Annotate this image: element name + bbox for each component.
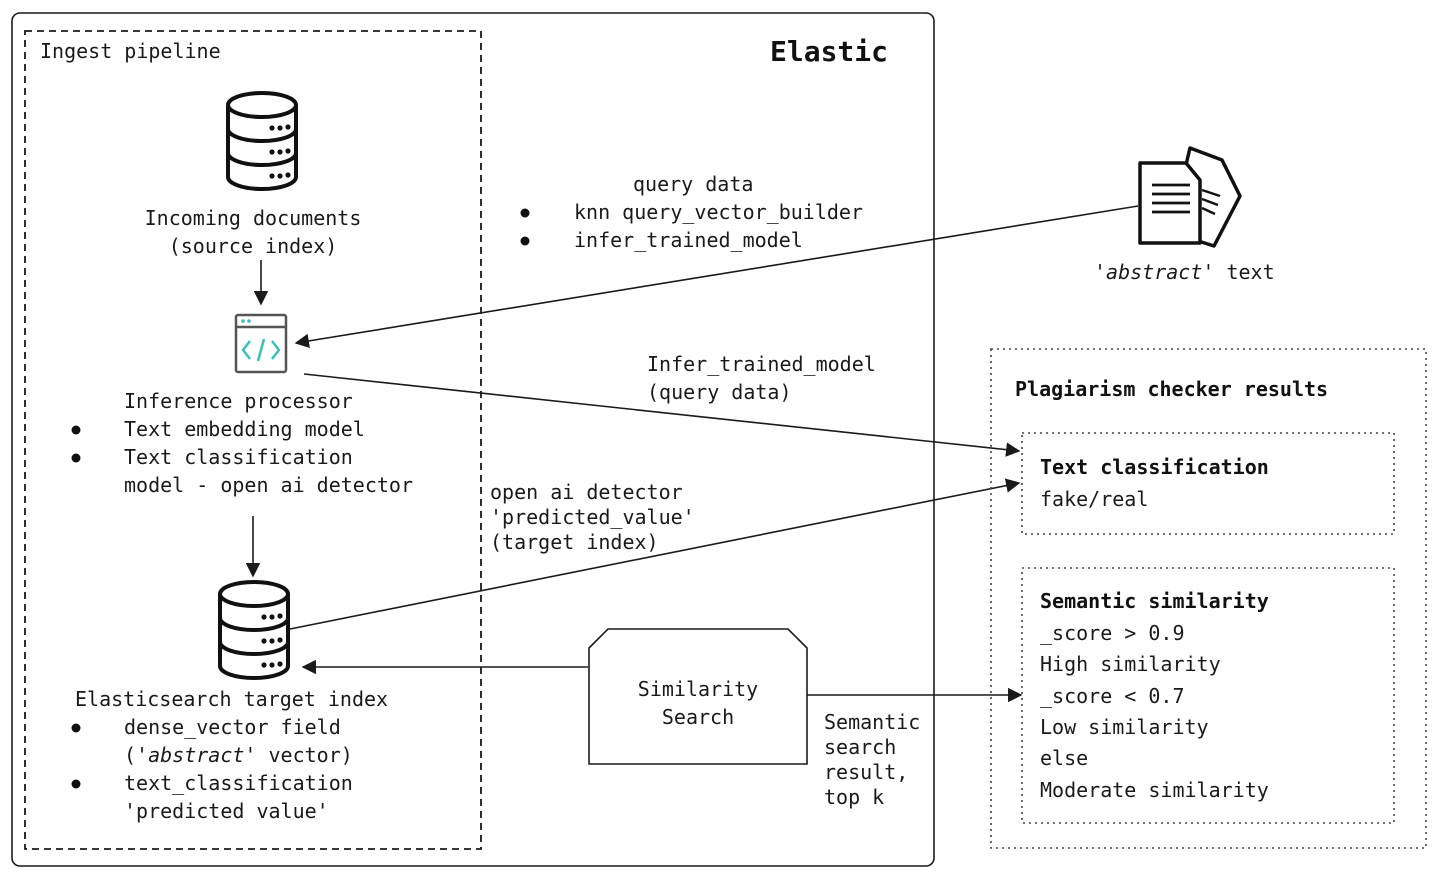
query-bullet-knn: knn query_vector_builder: [574, 200, 863, 224]
query-data-header: query data: [633, 172, 753, 196]
inference-processor-title: Inference processor: [124, 389, 353, 413]
abstract-text-label: 'abstract' text: [1094, 260, 1275, 284]
detector-label-line2: 'predicted_value': [490, 505, 695, 529]
elastic-title: Elastic: [770, 35, 888, 68]
results-box: [990, 348, 1427, 849]
detector-label-line1: open ai detector: [490, 480, 683, 504]
bullet: [520, 208, 530, 218]
results-title: Plagiarism checker results: [1015, 377, 1328, 401]
semantic-line: High similarity: [1040, 652, 1221, 676]
query-bullet-infer: infer_trained_model: [574, 228, 803, 252]
inference-bullet-classification-cont: model - open ai detector: [124, 473, 413, 497]
target-bullet-classification: text_classification: [124, 771, 353, 795]
target-bullet-classification-cont: 'predicted value': [124, 799, 329, 823]
semantic-result-line3: result,: [824, 760, 908, 784]
similarity-search-box: [588, 628, 808, 765]
database-icon: [218, 580, 290, 680]
code-window-icon: [234, 313, 288, 374]
bullet: [71, 723, 81, 733]
semantic-line: Low similarity: [1040, 715, 1209, 739]
bullet: [71, 453, 81, 463]
semantic-result-line1: Semantic: [824, 710, 920, 734]
semantic-title: Semantic similarity: [1040, 589, 1269, 613]
classification-box: [1021, 432, 1395, 535]
ingest-pipeline-title: Ingest pipeline: [40, 39, 221, 63]
classification-title: Text classification: [1040, 455, 1269, 479]
semantic-line: Moderate similarity: [1040, 778, 1269, 802]
semantic-box: [1021, 567, 1395, 824]
incoming-documents-label: Incoming documents: [145, 206, 362, 230]
semantic-line: _score < 0.7: [1040, 684, 1185, 708]
bullet: [71, 425, 81, 435]
semantic-line: else: [1040, 746, 1088, 770]
inference-bullet-embedding: Text embedding model: [124, 417, 365, 441]
inference-bullet-classification: Text classification: [124, 445, 353, 469]
target-bullet-dense-vector: dense_vector field: [124, 715, 341, 739]
arrow-target-to-classification: [289, 478, 1021, 630]
infer-trained-model-label: Infer_trained_model: [647, 352, 876, 376]
semantic-result-line2: search: [824, 735, 896, 759]
query-data-sub-label: (query data): [647, 380, 792, 404]
target-bullet-dense-vector-cont: ('abstract' vector): [124, 743, 353, 767]
elastic-container: [11, 12, 935, 867]
similarity-search-line1: Similarity: [638, 677, 758, 701]
ingest-pipeline-box: [24, 30, 482, 850]
bullet: [520, 236, 530, 246]
arrow-abstract-to-inference: [294, 205, 1139, 349]
detector-label-line3: (target index): [490, 530, 659, 554]
classification-value: fake/real: [1040, 487, 1148, 511]
documents-icon: [1138, 146, 1242, 248]
bullet: [71, 779, 81, 789]
semantic-line: _score > 0.9: [1040, 621, 1185, 645]
semantic-result-line4: top k: [824, 785, 884, 809]
target-index-title: Elasticsearch target index: [75, 687, 388, 711]
arrow-inference-to-classification: [303, 373, 1021, 457]
source-index-label: (source index): [169, 234, 338, 258]
database-icon: [226, 91, 298, 191]
similarity-search-line2: Search: [662, 705, 734, 729]
